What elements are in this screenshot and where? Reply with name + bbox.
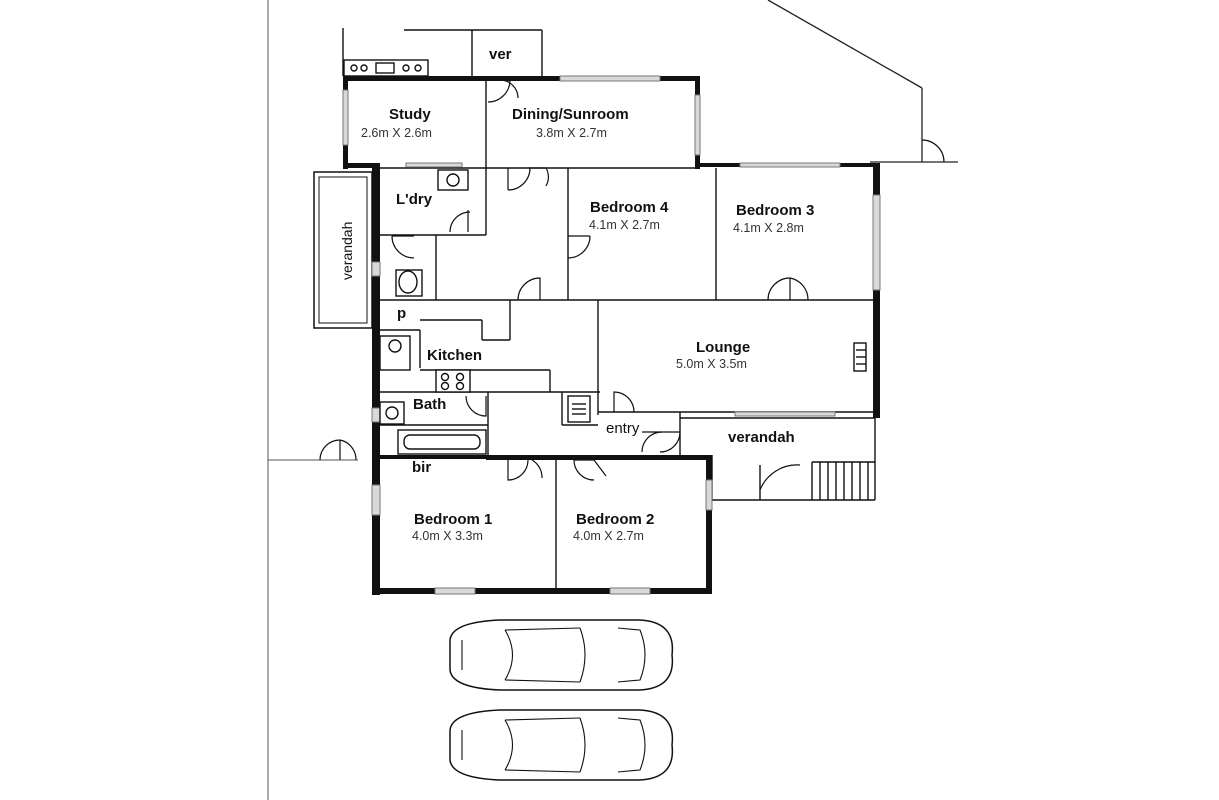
room-label-dining: Dining/Sunroom [512, 106, 629, 123]
room-size-dining: 3.8m X 2.7m [536, 126, 607, 140]
room-size-bedroom1: 4.0m X 3.3m [412, 529, 483, 543]
room-label-study: Study [389, 106, 431, 123]
room-size-bedroom4: 4.1m X 2.7m [589, 218, 660, 232]
site-boundary [267, 0, 958, 800]
room-label-kitchen: Kitchen [427, 347, 482, 364]
doors [319, 79, 809, 481]
room-label-pantry: p [397, 305, 406, 322]
interior-walls [380, 80, 876, 590]
car-top [449, 619, 674, 691]
room-label-laundry: L'dry [396, 191, 433, 208]
room-label-bath: Bath [413, 396, 446, 413]
rear-structure [342, 28, 543, 77]
room-size-lounge: 5.0m X 3.5m [676, 357, 747, 371]
windows [342, 75, 881, 595]
room-label-bir: bir [412, 459, 431, 476]
room-size-bedroom3: 4.1m X 2.8m [733, 221, 804, 235]
verandah-west-outline [313, 171, 373, 329]
car-bottom [449, 709, 674, 781]
room-label-lounge: Lounge [696, 339, 750, 356]
room-label-verandah-front: verandah [728, 429, 795, 446]
fixtures [379, 169, 867, 455]
room-label-bedroom4: Bedroom 4 [590, 199, 669, 216]
room-size-bedroom2: 4.0m X 2.7m [573, 529, 644, 543]
room-label-entry: entry [606, 420, 640, 437]
room-size-study: 2.6m X 2.6m [361, 126, 432, 140]
room-label-ver: ver [489, 46, 512, 63]
room-label-bedroom2: Bedroom 2 [576, 511, 654, 528]
room-label-verandah-west: verandah [339, 222, 355, 280]
room-label-bedroom1: Bedroom 1 [414, 511, 492, 528]
front-steps [759, 461, 875, 500]
room-label-bedroom3: Bedroom 3 [736, 202, 814, 219]
